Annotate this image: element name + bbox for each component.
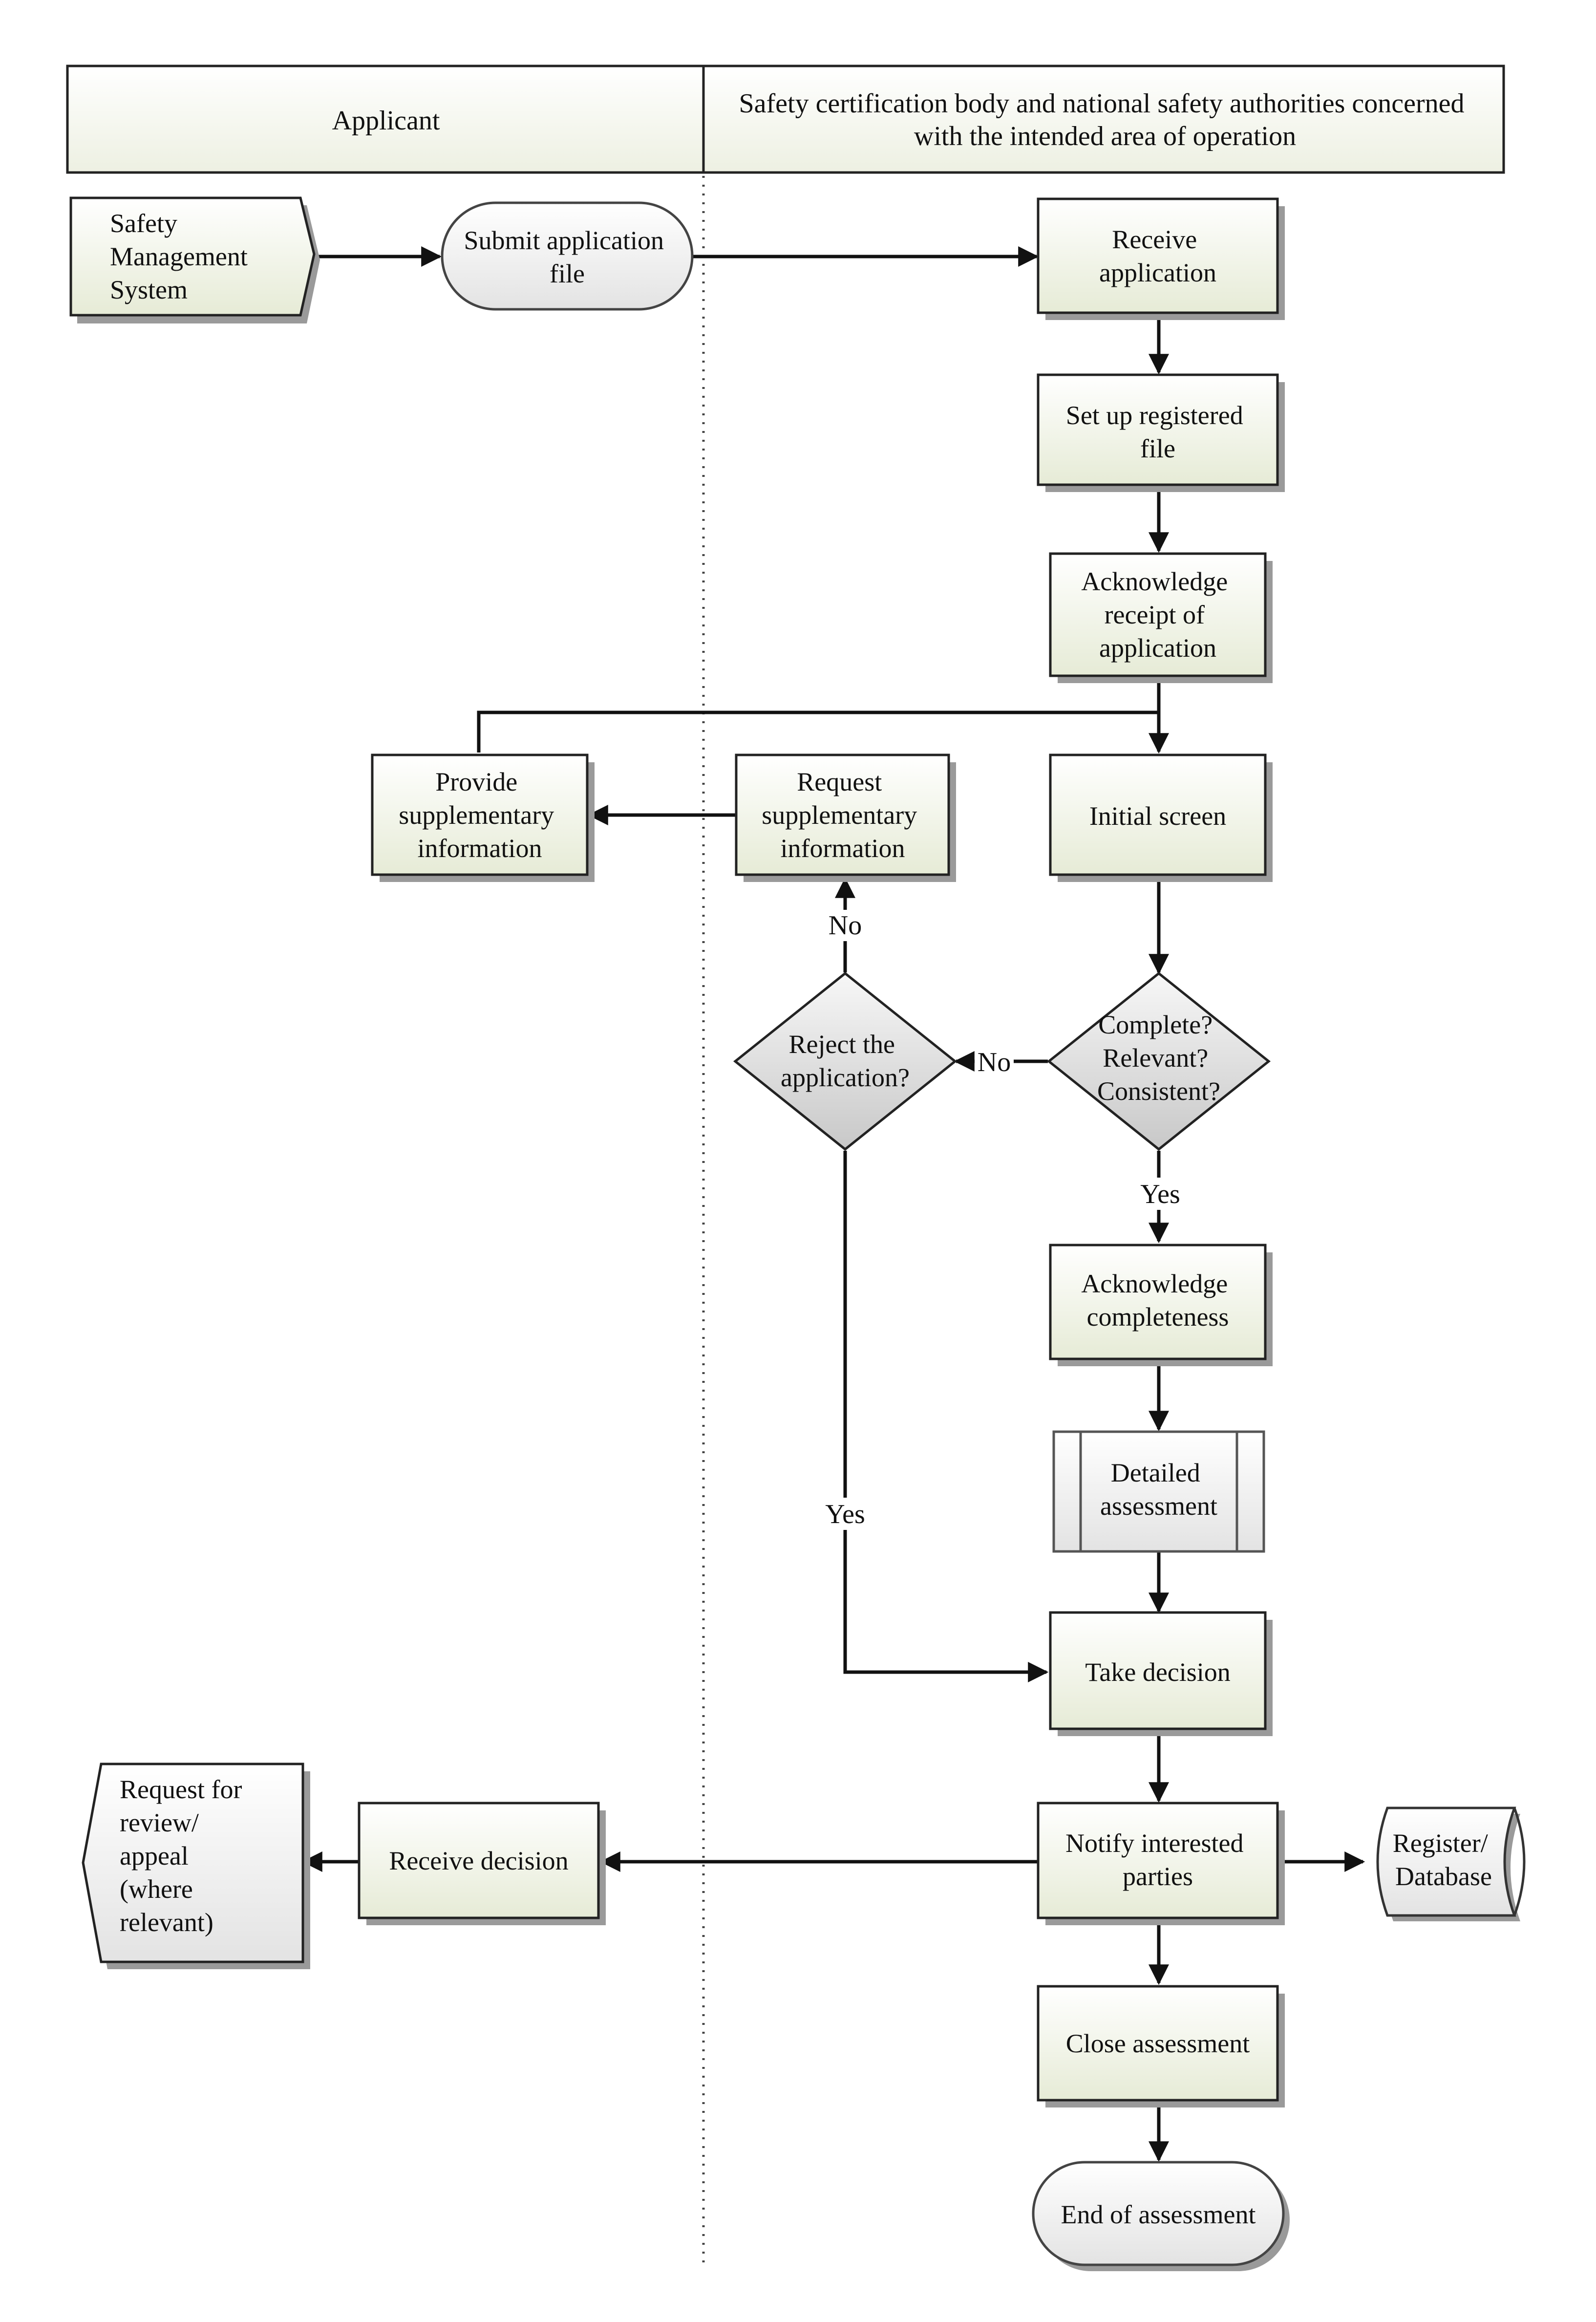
svg-text:Request supplementary: Request supplementary information [762, 767, 923, 863]
decision-reject-application: Reject the application? [733, 971, 958, 1151]
register-line-1: Register/ [1393, 1828, 1488, 1858]
end-label: End of assessment [1061, 2200, 1256, 2229]
svg-text:Receive application: Receive application [1099, 225, 1216, 287]
ack-complete-line-1: Acknowledge [1081, 1269, 1228, 1298]
svg-text:Request for review/: Request for review/ appeal (where releva… [120, 1775, 249, 1937]
edge-provide-back-to-screen [477, 710, 1159, 752]
edge-reject-yes-to-decision [843, 1151, 1049, 1682]
node-register-database: Register/ Database [1376, 1806, 1526, 1921]
svg-text:Notify interested partie: Notify interested parties [1065, 1828, 1250, 1891]
node-acknowledge-receipt: Acknowledge receipt of application [1049, 552, 1273, 683]
notify-line-1: Notify interested [1065, 1828, 1243, 1858]
lane-authority-title-line-2: with the intended area of operation [914, 121, 1296, 151]
sms-line-2: Management [110, 242, 248, 271]
svg-text:Register/ Database: Register/ Database [1393, 1828, 1494, 1891]
appeal-line-3: appeal [120, 1841, 189, 1870]
connectors [301, 246, 1365, 2162]
svg-text:Provide supplementary: Provide supplementary information [399, 767, 560, 863]
setup-line-2: file [1140, 434, 1175, 463]
notify-line-2: parties [1123, 1862, 1193, 1891]
label-yes-complete: Yes [1140, 1179, 1180, 1209]
complete-check-line-3: Consistent? [1097, 1076, 1220, 1106]
appeal-line-2: review/ [120, 1808, 199, 1837]
node-set-up-registered-file: Set up registered file [1037, 373, 1285, 492]
label-yes-reject: Yes [825, 1499, 865, 1529]
svg-text:Reject the application?: Reject the application? [781, 1030, 910, 1092]
complete-check-line-1: Complete? [1098, 1010, 1213, 1039]
ack-receipt-line-1: Acknowledge [1081, 567, 1228, 596]
edge-labels: No Yes No Yes [821, 910, 1185, 1530]
node-safety-management-system: Safety Management System [69, 196, 320, 323]
ack-receipt-line-3: application [1099, 633, 1216, 663]
node-submit-application: Submit application file [441, 201, 694, 311]
node-request-review-appeal: Request for review/ appeal (where releva… [82, 1763, 310, 1969]
node-close-assessment: Close assessment [1037, 1985, 1285, 2107]
appeal-line-4: (where [120, 1874, 193, 1904]
complete-check-line-2: Relevant? [1103, 1043, 1208, 1073]
take-decision-label: Take decision [1085, 1657, 1231, 1687]
request-supp-line-1: Request [797, 767, 882, 796]
request-supp-line-2: supplementary [762, 800, 917, 830]
appeal-line-5: relevant) [120, 1908, 213, 1937]
node-request-supplementary: Request supplementary information [735, 753, 956, 882]
detailed-line-2: assessment [1100, 1491, 1217, 1521]
decision-complete-relevant-consistent: Complete? Relevant? Consistent? [1046, 971, 1271, 1151]
sms-line-3: System [110, 275, 188, 304]
reject-check-line-2: application? [781, 1063, 910, 1092]
svg-text:Submit application file: Submit application file [464, 226, 671, 288]
node-acknowledge-completeness: Acknowledge completeness [1049, 1244, 1273, 1366]
node-detailed-assessment: Detailed assessment [1052, 1430, 1265, 1553]
node-end-of-assessment: End of assessment [1032, 2161, 1290, 2271]
appeal-line-1: Request for [120, 1775, 242, 1804]
node-receive-application: Receive application [1037, 197, 1285, 320]
close-label: Close assessment [1066, 2029, 1250, 2058]
svg-text:Complete? Relevant?: Complete? Relevant? Consistent? [1097, 1010, 1220, 1106]
lane-authority-title: Safety certification body and national s… [739, 88, 1471, 151]
receive-app-line-1: Receive [1112, 225, 1197, 254]
svg-text:Safety Management: Safety Management System [110, 209, 254, 304]
detailed-line-1: Detailed [1111, 1458, 1200, 1487]
node-take-decision: Take decision [1049, 1611, 1273, 1736]
lane-applicant-title: Applicant [332, 106, 440, 136]
receive-app-line-2: application [1099, 258, 1216, 287]
register-line-2: Database [1395, 1862, 1492, 1891]
node-provide-supplementary: Provide supplementary information [371, 753, 595, 882]
swimlane-header: Applicant Safety certification body and … [66, 64, 1505, 174]
request-supp-line-3: information [781, 834, 905, 863]
ack-receipt-line-2: receipt of [1105, 600, 1205, 629]
provide-supp-line-3: information [418, 834, 542, 863]
svg-text:Set up registered file: Set up registered file [1066, 401, 1250, 463]
reject-check-line-1: Reject the [789, 1030, 895, 1059]
sms-line-1: Safety [110, 209, 177, 238]
submit-line-2: file [550, 259, 585, 288]
svg-text:Acknowledge receipt of: Acknowledge receipt of application [1081, 567, 1234, 663]
initial-screen-label: Initial screen [1089, 801, 1226, 831]
provide-supp-line-1: Provide [435, 767, 517, 796]
svg-text:Acknowledge completeness: Acknowledge completeness [1081, 1269, 1234, 1332]
label-no-reject: No [829, 910, 862, 941]
receive-decision-label: Receive decision [389, 1846, 568, 1875]
node-receive-decision: Receive decision [358, 1802, 606, 1925]
setup-line-1: Set up registered [1066, 401, 1243, 430]
node-initial-screen: Initial screen [1049, 753, 1273, 882]
provide-supp-line-2: supplementary [399, 800, 554, 830]
submit-line-1: Submit application [464, 226, 664, 255]
node-notify-interested-parties: Notify interested parties [1037, 1802, 1285, 1925]
ack-complete-line-2: completeness [1087, 1302, 1229, 1332]
lane-authority-title-line-1: Safety certification body and national s… [739, 88, 1465, 119]
svg-text:Detailed assessment: Detailed assessment [1100, 1458, 1217, 1521]
label-no-incomplete: No [978, 1047, 1011, 1077]
